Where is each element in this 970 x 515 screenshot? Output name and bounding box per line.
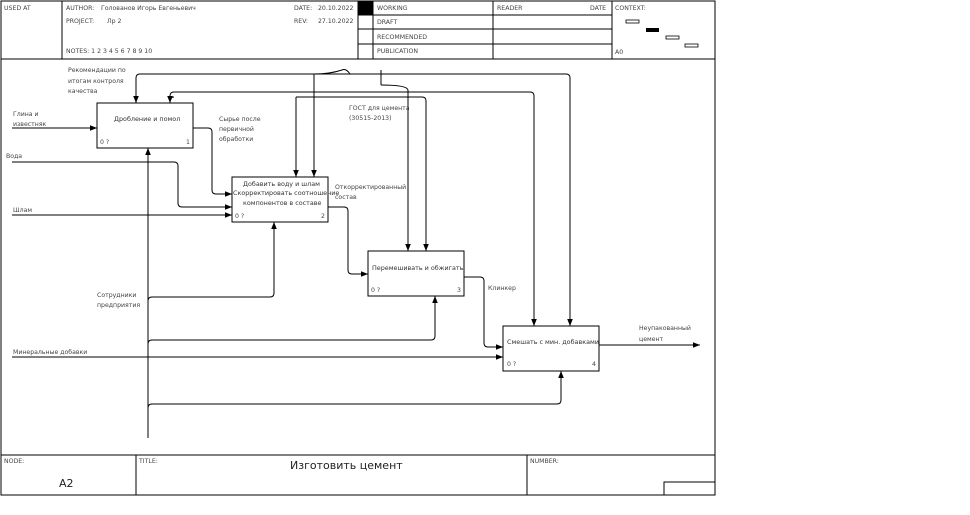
- arrow-gost-box3-right: [421, 96, 429, 251]
- arrow-gost-box1: [167, 96, 175, 103]
- box-1-number: 1: [186, 139, 190, 146]
- context-node: A0: [615, 49, 623, 56]
- number-label: NUMBER:: [530, 458, 559, 465]
- label-mineral: Минеральные добавки: [13, 348, 87, 356]
- arrow-corrected-composition: [328, 206, 368, 277]
- svg-text:Рекомендации по: Рекомендации по: [68, 67, 126, 74]
- box-1-cost: 0 ?: [100, 139, 109, 146]
- box-4-name: Смешать с мин. добавками: [507, 338, 599, 346]
- label-staff: Сотрудники предприятия: [97, 292, 140, 309]
- box-4-cost: 0 ?: [507, 361, 516, 368]
- box-2-name-line-1: Добавить воду и шлам: [243, 180, 320, 188]
- status-recommended: RECOMMENDED: [377, 34, 427, 41]
- box-2-name-line-3: компонентов в составе: [243, 199, 322, 207]
- author-value: Голованов Игорь Евгеньевич: [101, 5, 196, 12]
- notes-label: NOTES: 1 2 3 4 5 6 7 8 9 10: [66, 48, 152, 55]
- activity-box-2[interactable]: Добавить воду и шлам Скорректировать соо…: [231, 176, 339, 223]
- label-clay: Глина и известняк: [13, 111, 47, 128]
- label-output: Неупакованный цемент: [639, 324, 691, 343]
- arrow-recommendations-box4: [565, 73, 573, 326]
- box-2-name-line-2: Скорректировать соотношение: [233, 189, 339, 197]
- author-label: AUTHOR:: [66, 5, 94, 12]
- activity-box-4[interactable]: Смешать с мин. добавками 0 ? 4: [502, 325, 600, 372]
- svg-text:первичной: первичной: [219, 125, 254, 133]
- diagram-title: Изготовить цемент: [290, 459, 403, 472]
- arrow-water-input: [12, 161, 232, 210]
- box-3-name: Перемешивать и обжигать: [372, 264, 464, 272]
- arrow-raw-material: [193, 127, 232, 197]
- svg-text:Сырье после: Сырье после: [219, 116, 261, 123]
- svg-text:известняк: известняк: [13, 121, 47, 128]
- label-corrected: Откорректированный состав: [335, 183, 406, 201]
- svg-text:(30515-2013): (30515-2013): [349, 115, 392, 122]
- activity-box-1[interactable]: Дробление и помол 0 ? 1: [96, 102, 194, 149]
- date-value: 20.10.2022: [318, 5, 353, 12]
- svg-text:цемент: цемент: [639, 336, 664, 343]
- header-block: USED AT AUTHOR: Голованов Игорь Евгеньев…: [1, 1, 715, 60]
- box-2-number: 2: [321, 213, 325, 220]
- node-value: A2: [59, 477, 74, 490]
- status-publication: PUBLICATION: [377, 48, 418, 55]
- frame-border: [0, 0, 716, 496]
- reader-label: READER: [497, 5, 523, 12]
- arrow-gost-box1-join: [169, 91, 175, 103]
- arrow-staff-box2: [147, 222, 277, 302]
- arrow-recommendations-box1: [133, 73, 141, 103]
- activity-box-3[interactable]: Перемешивать и обжигать 0 ? 3: [367, 250, 465, 297]
- label-clinker: Клинкер: [488, 285, 516, 292]
- control-brace: [313, 69, 372, 75]
- arrow-clinker: [464, 276, 503, 350]
- label-slag: Шлам: [13, 207, 32, 214]
- working-indicator: [358, 1, 373, 15]
- label-gost: ГОСТ для цемента (30515-2013): [349, 105, 410, 122]
- context-label: CONTEXT:: [615, 5, 646, 12]
- project-value: Лр 2: [107, 18, 122, 25]
- status-draft: DRAFT: [377, 19, 397, 26]
- label-recommendations: Рекомендации по итогам контроля качества: [68, 67, 126, 95]
- arrow-recommendations-box3: [380, 84, 411, 251]
- context-thumbnail: [625, 19, 699, 48]
- title-label: TITLE:: [138, 458, 158, 465]
- svg-text:Неупакованный: Неупакованный: [639, 324, 691, 332]
- label-raw-material: Сырье после первичной обработки: [219, 116, 261, 143]
- rev-label: REV:: [294, 18, 308, 25]
- arrow-staff-box4: [147, 371, 564, 409]
- box-4-number: 4: [592, 361, 596, 368]
- box-2-cost: 0 ?: [235, 213, 244, 220]
- svg-text:Откорректированный: Откорректированный: [335, 183, 406, 191]
- date-label: DATE:: [294, 5, 312, 12]
- box-1-name: Дробление и помол: [114, 115, 180, 123]
- status-working: WORKING: [377, 5, 408, 12]
- reader-date-label: DATE: [590, 5, 606, 12]
- project-label: PROJECT:: [66, 18, 94, 25]
- svg-text:состав: состав: [335, 194, 357, 201]
- arrow-gost-box4: [529, 91, 537, 326]
- svg-text:обработки: обработки: [219, 135, 253, 143]
- svg-text:Глина и: Глина и: [13, 111, 39, 118]
- svg-text:Сотрудники: Сотрудники: [97, 292, 136, 299]
- svg-text:итогам контроля: итогам контроля: [68, 78, 124, 85]
- node-label: NODE:: [4, 458, 24, 465]
- svg-text:качества: качества: [68, 88, 98, 95]
- arrow-staff-box3: [147, 296, 438, 345]
- box-3-cost: 0 ?: [371, 287, 380, 294]
- svg-text:ГОСТ для цемента: ГОСТ для цемента: [349, 105, 410, 112]
- label-water: Вода: [6, 153, 22, 160]
- box-3-number: 3: [457, 287, 461, 294]
- rev-value: 27.10.2022: [318, 18, 353, 25]
- svg-text:предприятия: предприятия: [97, 302, 140, 309]
- used-at-label: USED AT: [4, 5, 31, 12]
- footer-block: NODE: A2 TITLE: Изготовить цемент NUMBER…: [1, 454, 715, 495]
